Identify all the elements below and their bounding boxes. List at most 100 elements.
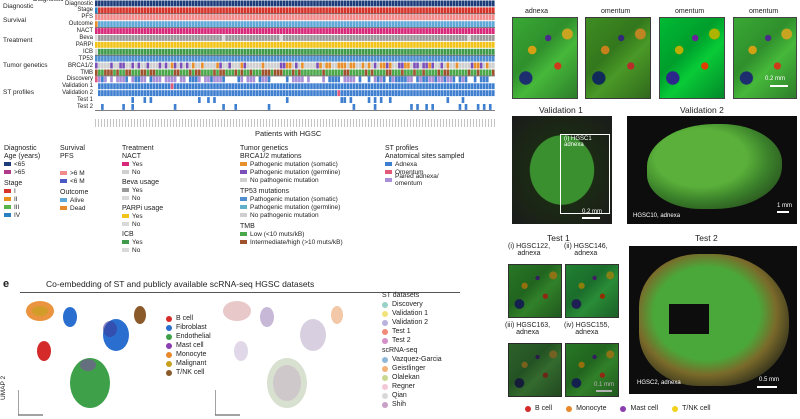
heatmap-cell <box>449 35 453 41</box>
heatmap-cell <box>428 35 431 41</box>
heatmap-row-label: Outcome <box>68 21 93 28</box>
heatmap-cell <box>155 55 159 62</box>
heatmap-cell <box>146 90 150 97</box>
heatmap-cell <box>291 7 295 14</box>
heatmap-cell <box>191 69 195 76</box>
heatmap-cell <box>419 69 422 76</box>
heatmap-cell <box>207 48 210 55</box>
heatmap-cell <box>328 55 331 62</box>
heatmap-cell <box>413 14 416 21</box>
heatmap-cell <box>458 7 462 14</box>
heatmap-cell <box>352 55 356 62</box>
heatmap-cell <box>437 76 441 83</box>
heatmap-cell <box>155 41 159 48</box>
heatmap-cell <box>152 62 156 69</box>
heatmap-cell <box>270 28 274 34</box>
heatmap-cell <box>404 21 407 28</box>
heatmap-cell <box>152 41 156 48</box>
heatmap-cell <box>310 83 313 90</box>
umap-dataset <box>215 301 343 416</box>
heatmap-cell <box>458 69 462 76</box>
heatmap-cell <box>310 35 313 41</box>
heatmap-cell <box>246 35 250 41</box>
heatmap-cell <box>170 83 174 90</box>
heatmap-cell <box>325 21 328 28</box>
heatmap-cell <box>216 62 219 69</box>
heatmap-cell <box>446 35 450 41</box>
heatmap-cell <box>146 55 150 62</box>
heatmap-cell <box>416 21 419 28</box>
leg-tp53-item: Pathogenic mutation (germline) <box>240 203 343 211</box>
heatmap-cell <box>204 69 207 76</box>
heatmap-cell <box>373 83 377 90</box>
swatch-icon <box>382 356 388 363</box>
heatmap-cell <box>449 7 453 14</box>
heatmap-cell <box>149 7 153 14</box>
heatmap-cell <box>116 55 119 62</box>
heatmap-cell <box>122 41 125 48</box>
heatmap-cell <box>298 83 301 90</box>
heatmap-cell <box>219 41 222 48</box>
test1-title: Test 1 <box>547 233 570 243</box>
heatmap-cell <box>188 41 192 48</box>
heatmap-cell <box>355 14 359 21</box>
heatmap-cell <box>152 14 156 21</box>
heatmap-cell <box>240 35 244 41</box>
heatmap-cell <box>455 21 459 28</box>
heatmap-cell <box>337 90 341 97</box>
heatmap-cell <box>264 62 268 69</box>
heatmap-cell <box>443 35 447 41</box>
heatmap-cell <box>437 14 441 21</box>
heatmap-cell <box>422 55 425 62</box>
heatmap-cell <box>367 55 371 62</box>
heatmap-cell <box>261 83 265 90</box>
heatmap-cell <box>125 55 128 62</box>
heatmap-cell <box>155 21 159 28</box>
heatmap-cell <box>240 21 244 28</box>
heatmap-cell <box>419 83 422 90</box>
heatmap-cell <box>310 62 313 69</box>
heatmap-cell <box>179 41 183 48</box>
heatmap-cell <box>370 14 374 21</box>
heatmap-cell <box>276 62 280 69</box>
heatmap-cell <box>340 0 344 7</box>
legend-sites-title: Anatomical sites sampled <box>385 153 465 160</box>
heatmap-cell <box>361 41 365 48</box>
legend-label: Adnexa <box>395 160 418 168</box>
heatmap-cell <box>346 76 350 83</box>
heatmap-cell <box>198 0 201 7</box>
heatmap-cell <box>131 48 134 55</box>
heatmap-cell <box>349 90 353 97</box>
heatmap-cell <box>207 97 210 103</box>
heatmap-cell <box>340 41 344 48</box>
heatmap-cell <box>140 41 144 48</box>
legend-label: Yes <box>132 186 143 194</box>
legend-label: >6 M <box>70 169 85 177</box>
validation1-inset-label: (i) HGSC1 adnexa <box>564 136 592 148</box>
heatmap-cell <box>122 69 125 76</box>
heatmap-cell <box>482 55 486 62</box>
heatmap-cell <box>267 14 271 21</box>
heatmap-cell <box>395 69 398 76</box>
heatmap-cell <box>288 7 292 14</box>
heatmap-cell <box>285 28 289 34</box>
heatmap-cell <box>434 14 438 21</box>
heatmap-cell <box>301 83 304 90</box>
heatmap-cell <box>179 90 183 97</box>
heatmap-cell <box>134 90 138 97</box>
heatmap-cell <box>464 28 468 34</box>
heatmap-cell <box>358 7 362 14</box>
heatmap-cell <box>437 41 441 48</box>
heatmap-cell <box>164 76 168 83</box>
heatmap-cell <box>301 28 304 34</box>
heatmap-cell <box>137 48 141 55</box>
heatmap-group-label: Diagnostic <box>3 2 34 10</box>
heatmap-cell <box>355 28 359 34</box>
heatmap-cell <box>331 83 334 90</box>
heatmap-cell <box>95 28 98 34</box>
heatmap-cell <box>479 14 483 21</box>
heatmap-cell <box>370 7 374 14</box>
heatmap-cell <box>422 83 425 90</box>
heatmap-cell <box>340 83 344 90</box>
